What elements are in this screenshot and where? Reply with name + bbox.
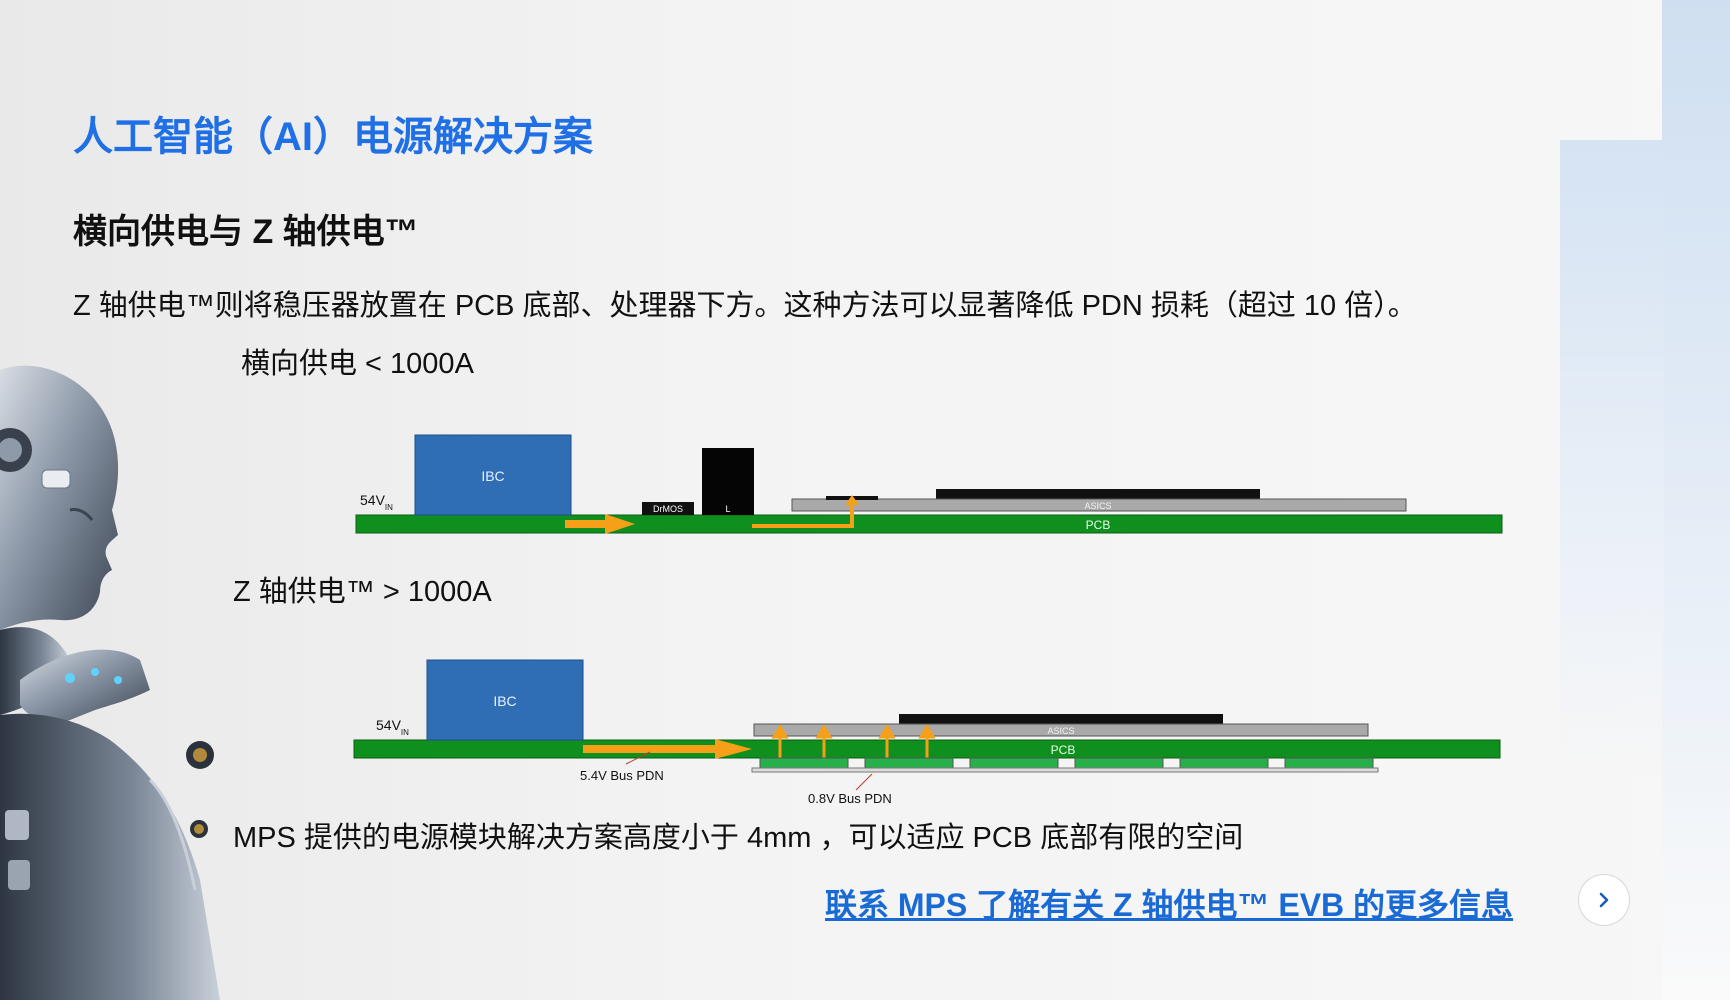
z-asics-label: ASICS	[1047, 726, 1074, 736]
lateral-pcb-label: PCB	[1086, 518, 1111, 532]
z-bottom-power-modules	[751, 757, 1379, 773]
robot-illustration	[0, 365, 220, 1000]
z-bus54-leader	[625, 751, 651, 765]
lateral-ibc-label: IBC	[481, 468, 504, 484]
right-decor-panel-inner	[1560, 140, 1664, 780]
z-current-arrow	[583, 739, 752, 759]
section-title: 横向供电与 Z 轴供电™	[73, 213, 419, 251]
intro-text: Z 轴供电™则将稳压器放置在 PCB 底部、处理器下方。这种方法可以显著降低 P…	[73, 290, 1417, 322]
z-vertical-arrow	[878, 724, 896, 758]
lateral-asics-label: ASICS	[1084, 501, 1111, 511]
bullet-text: MPS 提供的电源模块解决方案高度小于 4mm ，可以适应 PCB 底部有限的空…	[233, 822, 1244, 854]
chevron-right-icon	[1599, 892, 1609, 908]
z-vertical-current-arrows	[771, 724, 936, 758]
z-asics-die	[899, 714, 1223, 724]
lateral-power-diagram: 54VIN PCB IBC DrMOS L ASICS	[355, 434, 1503, 534]
lateral-inductor-block	[702, 448, 754, 515]
lateral-drmos-block	[642, 502, 694, 515]
z-module-base	[751, 767, 1379, 773]
z-bus54-label: 5.4V Bus PDN	[580, 768, 664, 783]
z-54v-label: 54VIN	[376, 717, 409, 737]
lateral-54v-label: 54VIN	[360, 492, 393, 512]
right-decor-panel	[1662, 0, 1730, 1000]
z-ibc-block	[426, 659, 584, 741]
z-vertical-arrow	[815, 724, 833, 758]
cta-link[interactable]: 联系 MPS 了解有关 Z 轴供电™ EVB 的更多信息	[825, 887, 1514, 923]
lateral-power-label: 横向供电 < 1000A	[241, 348, 474, 380]
lateral-ibc-block	[414, 434, 572, 516]
cta-next-button[interactable]	[1578, 874, 1630, 926]
z-bus08-leader	[855, 773, 873, 791]
z-asics-substrate	[753, 723, 1369, 737]
z-bus08-label: 0.8V Bus PDN	[808, 791, 892, 806]
lateral-asics-substrate	[791, 498, 1407, 512]
z-axis-power-label: Z 轴供电™ > 1000A	[233, 576, 492, 608]
z-vertical-arrow	[918, 724, 936, 758]
lateral-current-path-head	[845, 495, 859, 505]
z-pcb-label: PCB	[1051, 743, 1076, 757]
lateral-inductor-label: L	[725, 504, 730, 514]
lateral-current-path	[752, 503, 854, 528]
z-axis-power-diagram: 54VIN PCB IBC ASICS 5.4V Bus PDN 0.8V Bu…	[353, 659, 1501, 806]
lateral-current-arrow	[565, 514, 635, 534]
page-title: 人工智能（AI）电源解决方案	[73, 115, 593, 159]
z-ibc-label: IBC	[493, 693, 516, 709]
bullet-icon	[190, 820, 208, 838]
lateral-pcb	[355, 514, 1503, 534]
lateral-asics-die	[936, 489, 1260, 499]
lateral-drmos-label: DrMOS	[653, 504, 683, 514]
z-vertical-arrow	[771, 724, 789, 758]
